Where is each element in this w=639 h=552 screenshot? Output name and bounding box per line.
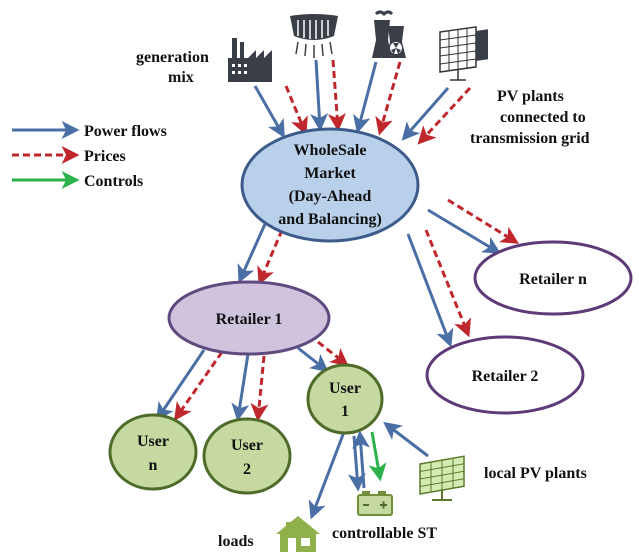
- retailer2-node: Retailer 2: [425, 335, 585, 415]
- control-flow-to-storage: [368, 431, 387, 482]
- retailer-flows: [155, 340, 349, 422]
- usern-line-1: User: [137, 433, 169, 450]
- power-flow-to-usern: [155, 349, 206, 421]
- wholesale-market-ellipse: [240, 127, 420, 243]
- price-flow-factory: [284, 85, 308, 136]
- cooling-tower-icon: [290, 14, 338, 58]
- usern-ellipse: [108, 413, 198, 491]
- wholesale-line-2: Market: [304, 165, 356, 182]
- loads-label: loads: [218, 533, 254, 550]
- factory-icon: [228, 38, 272, 82]
- retailer1-node: Retailer 1: [167, 280, 331, 356]
- power-flow-to-user2: [231, 353, 250, 422]
- wholesale-line-1: WholeSale: [294, 142, 367, 159]
- power-flow-from-storage: [352, 430, 371, 489]
- user1-node: User 1: [306, 363, 384, 435]
- pv-grid-label-2: connected to: [500, 109, 586, 126]
- battery-icon: [357, 491, 393, 516]
- legend-prices-label: Prices: [84, 148, 126, 165]
- power-flow-pv-grid: [401, 87, 450, 141]
- retailern-node: Retailer n: [473, 240, 633, 316]
- retailer1-ellipse: [167, 280, 331, 356]
- legend-power-label: Power flows: [84, 123, 167, 140]
- usern-line-2: n: [149, 457, 158, 474]
- house-icon: [276, 516, 320, 552]
- power-flow-to-loads: [308, 431, 346, 520]
- power-flow-from-local-pv: [383, 421, 429, 458]
- wholesale-market-node: WholeSale Market (Day-Ahead and Balancin…: [240, 127, 420, 243]
- solar-panel-icon: [439, 26, 488, 81]
- power-flow-to-retailer2: [406, 233, 454, 348]
- price-flow-nuclear: [375, 61, 402, 136]
- price-flow-to-retailern: [447, 198, 520, 244]
- price-flow-to-retailer2: [424, 229, 471, 338]
- price-flow-pv-grid: [417, 86, 472, 145]
- user1-line-1: User: [329, 380, 361, 397]
- generation-mix-label-2: mix: [168, 69, 194, 86]
- retailern-label: Retailer n: [519, 271, 587, 288]
- power-flow-to-retailer1: [237, 223, 267, 284]
- controllable-st-label: controllable ST: [332, 525, 437, 542]
- price-flow-to-user2: [250, 355, 269, 422]
- generation-flows: [253, 59, 472, 145]
- price-flow-to-retailer1: [257, 229, 284, 286]
- pv-grid-label-1: PV plants: [497, 88, 564, 105]
- nuclear-plant-icon: [372, 10, 406, 58]
- pv-grid-label-3: transmission grid: [470, 130, 590, 147]
- user2-ellipse: [202, 417, 292, 495]
- wholesale-line-4: and Balancing): [278, 211, 382, 228]
- generation-mix-label-1: generation: [136, 49, 209, 66]
- user1-ellipse: [306, 363, 384, 435]
- power-flow-cooling: [310, 59, 329, 132]
- retailer2-label: Retailer 2: [472, 368, 539, 385]
- user2-node: User 2: [202, 417, 292, 495]
- price-flow-cooling: [327, 59, 346, 132]
- user2-line-1: User: [231, 437, 263, 454]
- user1-flows: [308, 421, 429, 520]
- legend: Power flows Prices Controls: [12, 121, 167, 190]
- power-flow-factory: [253, 85, 285, 139]
- local-pv-label: local PV plants: [484, 465, 587, 482]
- power-flow-nuclear: [352, 61, 378, 134]
- wholesale-line-3: (Day-Ahead: [289, 188, 372, 205]
- market-flows: [237, 198, 520, 348]
- power-flow-to-user1: [297, 346, 329, 373]
- price-flow-to-user1: [317, 340, 349, 367]
- legend-controls-label: Controls: [84, 173, 143, 190]
- retailer1-label: Retailer 1: [216, 311, 283, 328]
- usern-node: User n: [108, 413, 198, 491]
- solar-panel-icon: [419, 455, 465, 501]
- retailern-ellipse: [473, 240, 633, 316]
- user2-line-2: 2: [243, 461, 251, 478]
- user1-line-2: 1: [341, 403, 349, 420]
- power-flow-to-storage: [347, 435, 366, 492]
- retailer2-ellipse: [425, 335, 585, 415]
- power-flow-to-retailern: [427, 208, 502, 254]
- price-flow-to-usern: [173, 351, 224, 421]
